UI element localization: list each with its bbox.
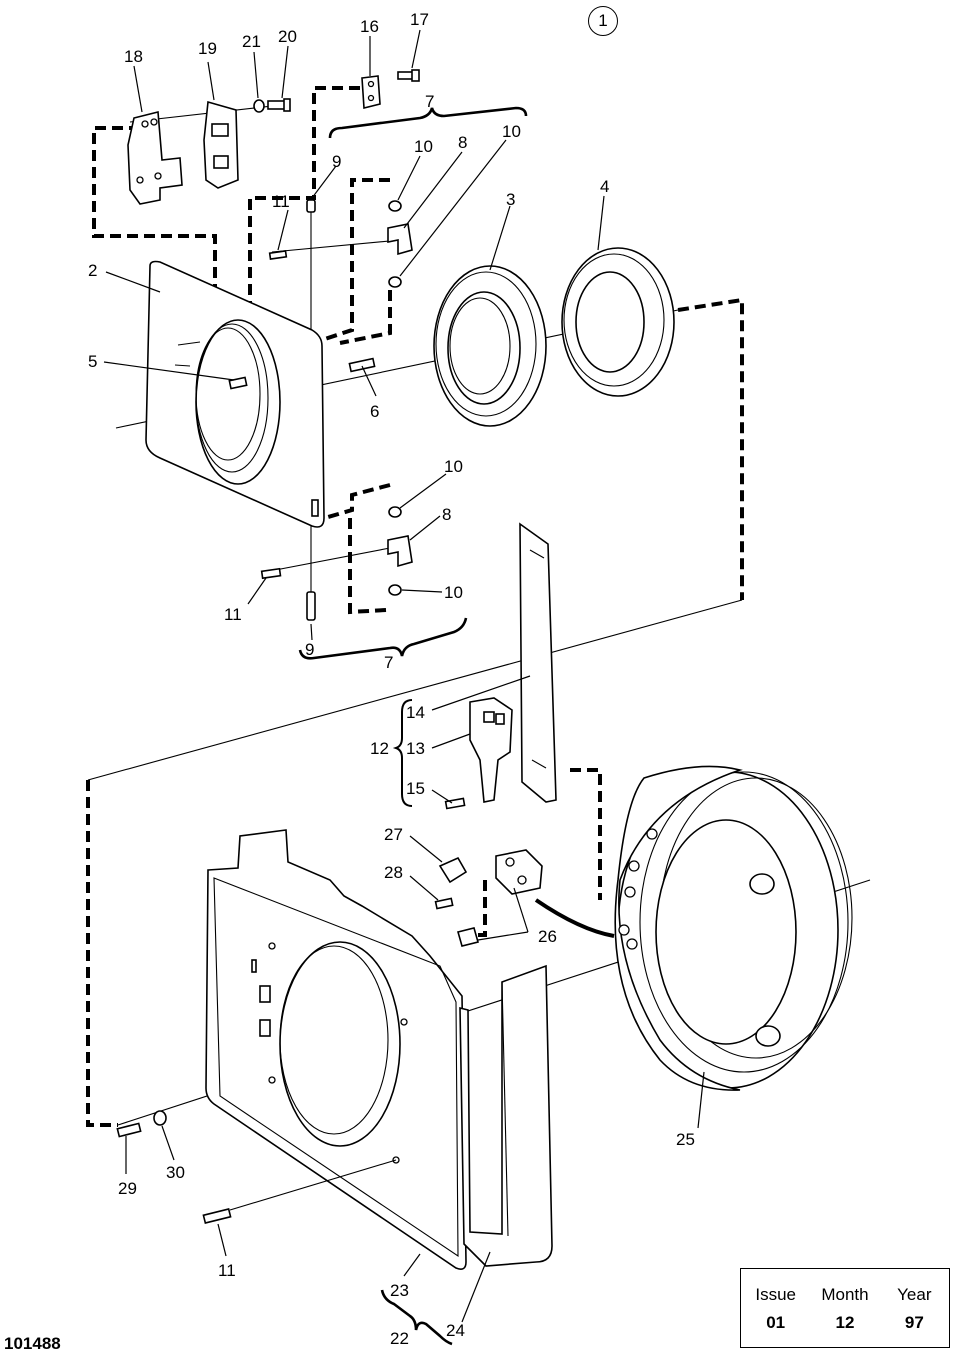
callout-19: 19	[198, 39, 217, 58]
callout-20: 20	[278, 27, 297, 46]
callout-11-mid: 11	[224, 605, 242, 624]
callout-11-top: 11	[272, 192, 290, 211]
callout-18: 18	[124, 47, 143, 66]
callout-10-d: 10	[444, 583, 463, 602]
connector-26	[457, 849, 543, 947]
leader-lines	[103, 29, 705, 1323]
callout-23: 23	[390, 1281, 409, 1300]
channel-24	[459, 964, 553, 1267]
callout-9-top: 9	[332, 152, 341, 171]
brace-22	[380, 1289, 453, 1346]
callout-21: 21	[242, 32, 261, 51]
callout-29: 29	[118, 1179, 137, 1198]
hinge-plate-18	[127, 110, 183, 205]
screw-11-bottom	[202, 1208, 232, 1224]
issue-header: Issue	[755, 1285, 796, 1304]
drawing-number: 101488	[4, 1334, 61, 1353]
strip-14	[519, 522, 557, 803]
callout-22: 22	[390, 1329, 409, 1348]
callout-6: 6	[370, 402, 379, 421]
callout-7-bottom: 7	[384, 653, 393, 672]
callout-27: 27	[384, 825, 403, 844]
callout-11-bottom: 11	[218, 1261, 236, 1280]
brace-7-bottom	[298, 617, 468, 660]
bracket-13	[469, 697, 513, 803]
year-header: Year	[897, 1285, 932, 1304]
screw-20	[267, 98, 291, 112]
callout-17: 17	[410, 10, 429, 29]
callout-10-b: 10	[502, 122, 521, 141]
hinge-19	[203, 100, 239, 189]
brace-7-top	[328, 106, 528, 139]
front-panel-2	[145, 260, 325, 528]
callout-12: 12	[370, 739, 389, 758]
callout-9-bottom: 9	[305, 640, 314, 659]
assembly-guide-lines	[86, 86, 744, 1127]
callout-7-top: 7	[425, 92, 434, 111]
month-header: Month	[821, 1285, 869, 1304]
callout-15: 15	[406, 779, 425, 798]
callout-8-bottom: 8	[442, 505, 451, 524]
sheet-number-badge: 1	[588, 6, 618, 36]
brace-12	[392, 699, 413, 807]
washer-21	[253, 99, 265, 113]
screw-6	[348, 357, 376, 373]
callout-10-a: 10	[414, 137, 433, 156]
hinge-set-7-upper	[268, 199, 413, 288]
screw-15	[444, 797, 466, 810]
callout-10-c: 10	[444, 457, 463, 476]
month-value: 12	[835, 1313, 855, 1332]
callout-16: 16	[360, 17, 379, 36]
callout-26: 26	[538, 927, 557, 946]
back-plate-23	[205, 829, 467, 1270]
clip-27	[438, 856, 468, 884]
ring-3	[433, 265, 547, 427]
callout-5: 5	[88, 352, 97, 371]
callout-labels: 18 19 21 20 16 17 7 9 10 8 10 11 3 4 2 5…	[88, 10, 695, 1348]
screw-29	[116, 1122, 142, 1138]
callout-24: 24	[446, 1321, 465, 1340]
washer-30	[153, 1110, 167, 1126]
issue-box-values: 01 12 97	[741, 1313, 949, 1333]
callout-2: 2	[88, 261, 97, 280]
screw-28	[434, 897, 454, 910]
screw-17	[397, 69, 420, 82]
callout-8-top: 8	[458, 133, 467, 152]
issue-box-headers: Issue Month Year	[741, 1285, 949, 1305]
callout-25: 25	[676, 1130, 695, 1149]
year-value: 97	[904, 1313, 924, 1332]
issue-date-box: Issue Month Year 01 12 97	[740, 1268, 950, 1348]
callout-13: 13	[406, 739, 425, 758]
issue-value: 01	[766, 1313, 786, 1332]
callout-28: 28	[384, 863, 403, 882]
callout-3: 3	[506, 190, 515, 209]
callout-4: 4	[600, 177, 609, 196]
callout-14: 14	[406, 703, 425, 722]
bracket-16	[361, 75, 381, 110]
callout-30: 30	[166, 1163, 185, 1182]
hinge-set-7-lower	[260, 506, 413, 621]
burner-ring-25	[614, 765, 853, 1091]
ring-4	[561, 247, 675, 397]
